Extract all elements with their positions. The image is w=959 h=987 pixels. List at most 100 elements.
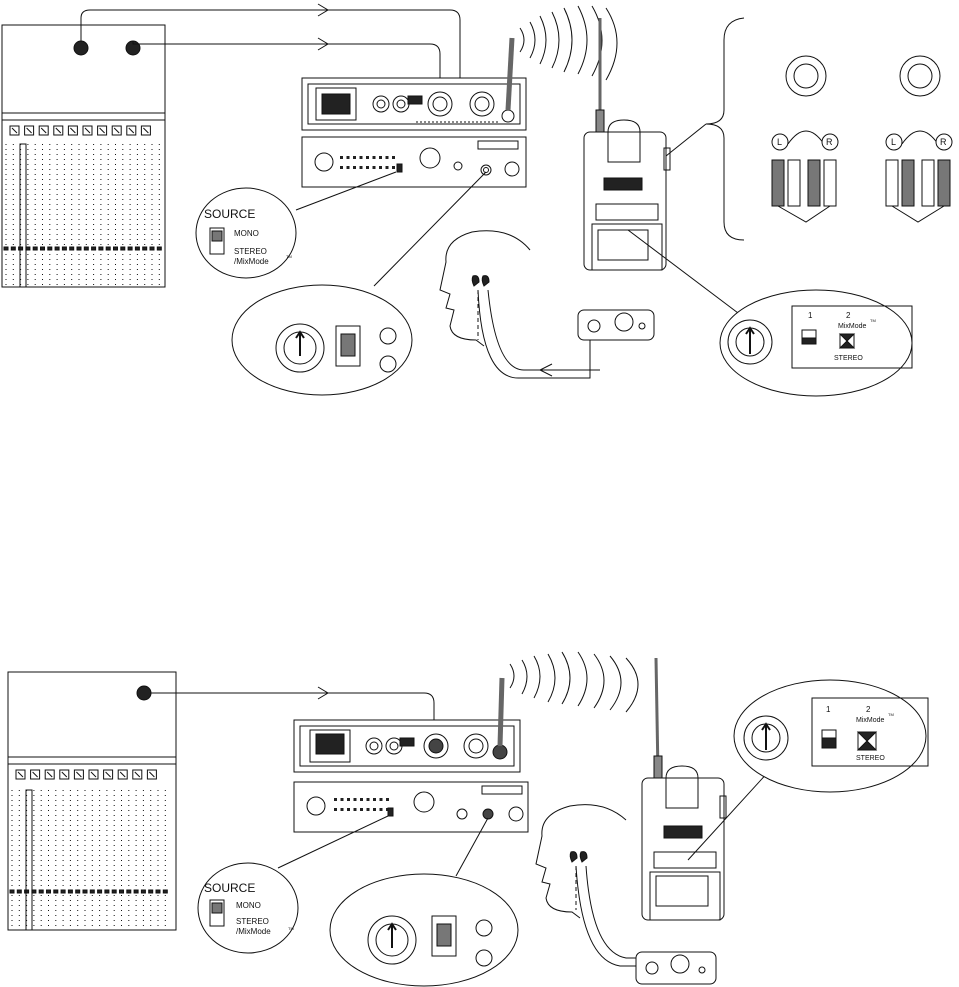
transmitter-rear-panel <box>302 78 526 130</box>
inline-volume-control <box>636 952 716 984</box>
fader-cap <box>121 247 125 250</box>
connector-end-icon <box>786 56 826 96</box>
trademark-label: TM <box>870 318 876 323</box>
trademark-label: TM <box>288 926 294 931</box>
meter-led <box>373 798 376 801</box>
switch-2-label: 2 <box>846 311 851 320</box>
mixmode-label: /MixMode <box>234 257 269 266</box>
meter-led <box>367 798 370 801</box>
meter-led <box>392 156 395 159</box>
earphone-left-icon <box>570 852 577 862</box>
meter-led <box>379 156 382 159</box>
fader-cap <box>114 247 118 250</box>
right-channel-label: R <box>940 137 947 147</box>
fader-cap <box>76 890 80 893</box>
fader-cap <box>84 247 88 250</box>
meter-led <box>354 808 357 811</box>
meter-led <box>373 166 376 169</box>
switch-1-label: 1 <box>808 311 813 320</box>
connector-end-icon <box>900 56 940 96</box>
fader-cap <box>135 247 139 250</box>
meter-led <box>347 798 350 801</box>
fader-cap <box>25 890 29 893</box>
mixing-console <box>2 25 165 287</box>
meter-led <box>340 166 343 169</box>
bodypack-receiver <box>642 658 726 920</box>
meter-led <box>360 166 363 169</box>
meter-led <box>392 166 395 169</box>
stereo-label: STEREO <box>234 247 267 256</box>
fader-cap <box>4 247 8 250</box>
fader-cap <box>77 247 81 250</box>
fader-cap <box>156 890 160 893</box>
meter-led <box>360 808 363 811</box>
fader-cap <box>11 247 15 250</box>
fader-cap <box>10 890 14 893</box>
fader-cap <box>61 890 65 893</box>
fader-cap <box>120 890 124 893</box>
earphone-cable <box>478 290 590 378</box>
fader-cap <box>83 890 87 893</box>
fader-cap <box>163 890 167 893</box>
switch-1-label: 1 <box>826 705 831 714</box>
inline-volume-control <box>578 310 654 340</box>
fader-cap <box>39 890 43 893</box>
fader-cap <box>70 247 74 250</box>
earphone-left-icon <box>472 276 479 286</box>
trademark-label: TM <box>286 254 292 259</box>
stereo-label: STEREO <box>236 917 269 926</box>
fader-cap <box>150 247 154 250</box>
receiver-switch-callout: 1 2 MixMode TM STEREO <box>720 290 912 396</box>
source-switch <box>388 808 393 816</box>
mono-label: MONO <box>234 229 259 238</box>
fader-cap <box>112 890 116 893</box>
fader-cap <box>134 890 138 893</box>
meter-led <box>386 798 389 801</box>
fader-cap <box>105 890 109 893</box>
fader-cap <box>157 247 161 250</box>
meter-led <box>366 166 369 169</box>
source-label: SOURCE <box>204 881 255 895</box>
meter-led <box>366 156 369 159</box>
fader-cap <box>127 890 131 893</box>
xlr-input-left <box>428 92 452 116</box>
mixmode-label: /MixMode <box>236 927 271 936</box>
meter-led <box>367 808 370 811</box>
meter-led <box>373 808 376 811</box>
trademark-label: TM <box>888 712 894 717</box>
meter-led <box>347 808 350 811</box>
meter-led <box>334 798 337 801</box>
headphone-jack <box>483 809 493 819</box>
radio-waves-icon <box>510 652 638 712</box>
console-output-jack-left <box>74 41 88 55</box>
mixmode-label: MixMode <box>856 717 885 724</box>
front-panel-callout <box>330 874 518 986</box>
fader-cap <box>99 247 103 250</box>
meter-led <box>379 166 382 169</box>
mono-label: MONO <box>236 901 261 910</box>
earphone-wiring-detail: L R L R <box>666 18 952 240</box>
source-label: SOURCE <box>204 207 255 221</box>
fader-cap <box>41 247 45 250</box>
right-channel-label: R <box>826 137 833 147</box>
listener-head <box>440 231 600 378</box>
mixing-console <box>8 672 176 930</box>
fader-cap <box>68 890 72 893</box>
fader-cap <box>106 247 110 250</box>
radio-waves-icon <box>520 6 617 80</box>
fader-cap <box>17 890 21 893</box>
transmitter-front-panel <box>294 782 528 832</box>
meter-led <box>341 808 344 811</box>
earphone-right-icon <box>482 276 489 286</box>
source-switch-callout: SOURCE MONO STEREO /MixMode TM <box>196 188 296 278</box>
meter-led <box>354 798 357 801</box>
meter-led <box>353 166 356 169</box>
mixmode-label: MixMode <box>838 323 867 330</box>
meter-led <box>380 798 383 801</box>
meter-led <box>347 156 350 159</box>
meter-led <box>341 798 344 801</box>
left-channel-label: L <box>777 137 782 147</box>
earphone-cable <box>586 866 648 958</box>
fader-cap <box>98 890 102 893</box>
